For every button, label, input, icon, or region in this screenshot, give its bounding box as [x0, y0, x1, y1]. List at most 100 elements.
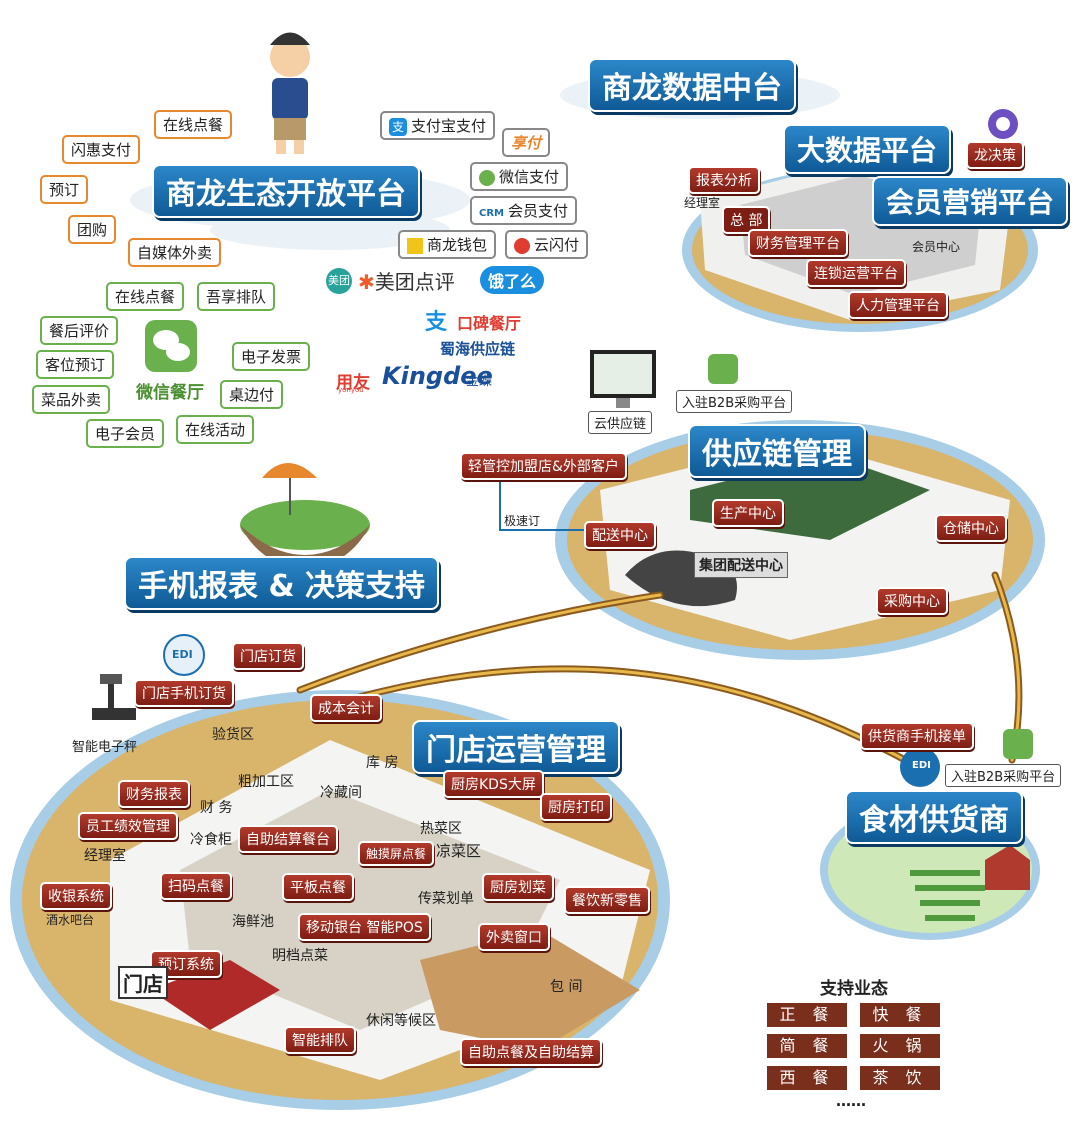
dianping-logo: ✱美团点评 — [358, 266, 455, 295]
smart-scale-label: 智能电子秤 — [72, 740, 138, 755]
wechat-icon — [145, 320, 197, 372]
mobile-order-label[interactable]: 门店手机订货 — [134, 679, 234, 707]
eleme-logo: 饿了么 — [480, 266, 545, 294]
unionpay-payment[interactable]: 云闪付 — [505, 230, 589, 259]
report-analysis-label[interactable]: 报表分析 — [688, 166, 760, 194]
staff-kpi-label[interactable]: 员工绩效管理 — [78, 812, 178, 840]
dianping-icon: ✱ — [358, 270, 375, 294]
bar-area: 酒水吧台 — [46, 913, 95, 927]
kingdee-cn: 金蝶 — [466, 374, 493, 389]
supplier-mobile-accept-label[interactable]: 供货商手机接单 — [860, 722, 974, 750]
self-order-label[interactable]: 自助点餐及自助结算 — [460, 1038, 602, 1066]
meituan-logo: 美团 — [326, 268, 352, 294]
big-data-island — [682, 160, 1038, 332]
alipay-icon: 支 — [389, 118, 407, 136]
format-item: 火 锅 — [860, 1034, 940, 1058]
wechat-item[interactable]: 电子发票 — [232, 342, 311, 371]
member-payment[interactable]: CRM 会员支付 — [470, 196, 578, 225]
ecosystem-title: 商龙生态开放平台 — [152, 164, 420, 218]
supplier-b2b-label: 入驻B2B采购平台 — [945, 764, 1062, 787]
monitor-icon — [590, 350, 656, 408]
supplier-title: 食材供货商 — [845, 790, 1023, 844]
fast-order-arrow — [499, 478, 585, 531]
warehouse-center-label[interactable]: 仓储中心 — [935, 514, 1007, 542]
cloud-supply-label: 云供应链 — [588, 411, 653, 434]
ecosystem-item[interactable]: 自媒体外卖 — [128, 238, 222, 267]
koubei-logo: 支口碑餐厅 — [425, 304, 521, 336]
serving-line-area: 传菜划单 — [418, 891, 474, 907]
wallet-payment[interactable]: 商龙钱包 — [398, 230, 497, 259]
member-pay-label: 会员支付 — [508, 202, 569, 220]
chain-ops-platform-label[interactable]: 连锁运营平台 — [806, 259, 906, 287]
purchase-center-label[interactable]: 采购中心 — [876, 587, 948, 615]
member-center-label: 会员中心 — [912, 240, 961, 254]
person-figure — [270, 32, 310, 154]
big-data-title: 大数据平台 — [783, 124, 952, 174]
smart-queue-label[interactable]: 智能排队 — [284, 1026, 356, 1054]
self-checkout-label[interactable]: 自助结算餐台 — [238, 825, 338, 853]
warehouse-area: 库 房 — [366, 755, 399, 771]
kingdee-logo: Kingdee — [382, 362, 493, 390]
longjuece-label[interactable]: 龙决策 — [966, 141, 1024, 169]
wechat-item[interactable]: 菜品外卖 — [32, 385, 111, 414]
store-manager-room: 经理室 — [84, 848, 126, 864]
alipay-payment[interactable]: 支支付宝支付 — [380, 111, 496, 140]
finance-platform-label[interactable]: 财务管理平台 — [748, 229, 848, 257]
production-center-label[interactable]: 生产中心 — [712, 499, 784, 527]
supply-chain-title: 供应链管理 — [688, 424, 866, 478]
wechat-payment[interactable]: 微信支付 — [470, 162, 569, 191]
distribution-center-label[interactable]: 配送中心 — [584, 521, 656, 549]
formats-title: 支持业态 — [820, 979, 888, 999]
mobile-pos-label[interactable]: 移动银台 智能POS — [298, 913, 431, 941]
light-franchise-label[interactable]: 轻管控加盟店&外部客户 — [460, 452, 627, 480]
takeout-window-label[interactable]: 外卖窗口 — [478, 923, 550, 951]
wechat-item[interactable]: 吾享排队 — [197, 282, 276, 311]
wechat-item[interactable]: 餐后评价 — [40, 316, 119, 345]
cashier-system-label[interactable]: 收银系统 — [40, 882, 112, 910]
alipay-koubei-icon: 支 — [425, 310, 448, 335]
kitchen-routing-label[interactable]: 厨房划菜 — [482, 873, 554, 901]
fast-order-label: 极速订 — [504, 514, 541, 528]
edi-store-label: EDI — [172, 648, 193, 661]
cold-dish-area: 凉菜区 — [436, 842, 482, 860]
yonyou-sub: yonyou — [338, 386, 364, 394]
store-order-label[interactable]: 门店订货 — [232, 642, 304, 670]
xiangfu-logo: 享付 — [502, 128, 551, 157]
ecosystem-item[interactable]: 在线点餐 — [154, 110, 233, 139]
format-item: 正 餐 — [767, 1003, 847, 1027]
store-ops-title: 门店运营管理 — [412, 720, 620, 774]
ecosystem-item[interactable]: 预订 — [40, 175, 89, 204]
tablet-order-label[interactable]: 平板点餐 — [282, 873, 354, 901]
hr-platform-label[interactable]: 人力管理平台 — [848, 291, 948, 319]
shuhai-logo: 蜀海供应链 — [440, 340, 516, 358]
wallet-label: 商龙钱包 — [427, 236, 488, 254]
format-item: 简 餐 — [767, 1034, 847, 1058]
wechat-restaurant-label: 微信餐厅 — [136, 383, 204, 403]
format-item: 快 餐 — [860, 1003, 940, 1027]
finance-report-label[interactable]: 财务报表 — [118, 780, 190, 808]
hot-dish-area: 热菜区 — [420, 821, 462, 837]
longjuece-icon — [988, 109, 1018, 139]
scale-icon — [92, 674, 136, 720]
wechat-item[interactable]: 在线点餐 — [106, 282, 185, 311]
kitchen-print-label[interactable]: 厨房打印 — [540, 793, 612, 821]
scan-order-label[interactable]: 扫码点餐 — [160, 872, 232, 900]
cold-storage-area: 冷藏间 — [320, 785, 362, 801]
dianping-label: 美团点评 — [374, 270, 455, 294]
open-display-area: 明档点菜 — [272, 948, 328, 964]
waiting-area: 休闲等候区 — [366, 1013, 436, 1029]
ecosystem-item[interactable]: 闪惠支付 — [62, 135, 141, 164]
kitchen-kds-label[interactable]: 厨房KDS大屏 — [443, 770, 544, 798]
touch-order-label[interactable]: 触摸屏点餐 — [358, 841, 435, 866]
wechat-item[interactable]: 电子会员 — [86, 419, 165, 448]
inspection-area: 验货区 — [212, 727, 254, 743]
new-retail-label[interactable]: 餐饮新零售 — [564, 886, 650, 914]
ecosystem-item[interactable]: 团购 — [68, 215, 117, 244]
edi-icon — [163, 634, 205, 676]
b2b-app-icon-supplier — [1003, 729, 1033, 759]
wechat-item[interactable]: 桌边付 — [220, 380, 284, 409]
wechat-item[interactable]: 客位预订 — [36, 350, 115, 379]
cost-accounting-label[interactable]: 成本会计 — [310, 694, 382, 722]
crm-icon: CRM — [479, 208, 504, 219]
wechat-item[interactable]: 在线活动 — [176, 415, 255, 444]
